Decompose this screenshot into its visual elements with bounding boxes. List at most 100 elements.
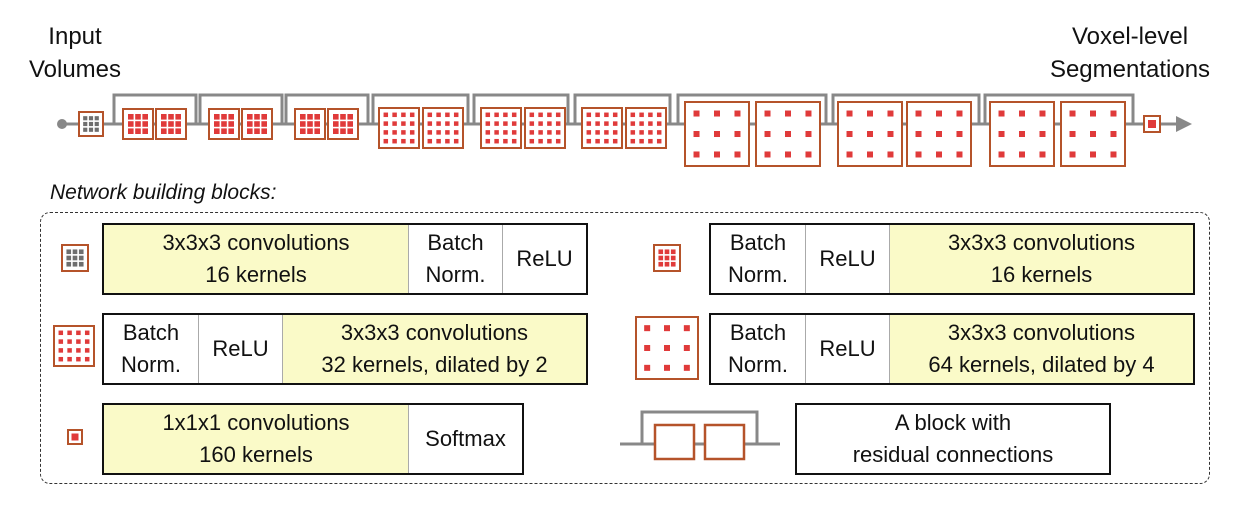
kernel-dot — [936, 110, 942, 117]
kernel-cell — [161, 121, 167, 127]
kernel-cell — [88, 116, 94, 121]
kernel-dot — [998, 131, 1005, 137]
kernel-dot — [956, 151, 963, 158]
kernel-dot — [494, 112, 499, 118]
kernel-dot — [453, 112, 459, 118]
kernel-cell — [78, 255, 84, 261]
kernel-dot — [547, 121, 552, 126]
kernel-dot — [511, 112, 517, 118]
kernel-cell — [261, 121, 267, 127]
kernel-cell — [1148, 120, 1156, 128]
kernel-dot — [538, 121, 543, 126]
kernel-cell — [254, 121, 260, 127]
kernel-dot — [436, 138, 441, 144]
kernel-dot — [401, 121, 406, 126]
kernel-dot — [427, 130, 433, 135]
residual-skip-connection — [831, 93, 981, 124]
kernel-dot — [683, 345, 690, 351]
kernel-dot — [436, 121, 441, 126]
kernel-cell — [314, 114, 320, 120]
kernel-dot — [648, 130, 653, 135]
residual-skip-connection — [284, 93, 370, 124]
residual-icon-box — [703, 423, 746, 461]
kernel-dot — [639, 112, 644, 118]
kernel-cell — [347, 121, 353, 127]
kernel-dot — [436, 112, 441, 118]
kernel-cell — [214, 128, 220, 134]
relu-cell: ReLU — [805, 315, 889, 383]
kernel-dot — [383, 121, 389, 126]
kernel-dot — [764, 110, 771, 117]
kernel-dot — [734, 151, 741, 158]
kernel-dot — [1090, 151, 1096, 158]
kernel-dot — [639, 130, 644, 135]
kernel-cell — [347, 114, 353, 120]
kernel-cell — [128, 121, 134, 127]
kernel-dot — [604, 130, 609, 135]
kernel-dot — [644, 325, 651, 332]
kernel-dot — [511, 130, 517, 135]
kernel-dot — [1069, 110, 1076, 117]
kernel-dot — [485, 130, 491, 135]
kernel-cell — [168, 114, 174, 120]
output-arrowhead — [1176, 116, 1192, 132]
kernel-dot — [805, 131, 812, 137]
kernel-dot — [714, 110, 720, 117]
kernel-cell — [658, 255, 664, 261]
kernel-dot — [998, 151, 1005, 158]
kernel-cell — [94, 116, 99, 121]
kernel-dot — [734, 110, 741, 117]
batchnorm-cell: Batch Norm. — [728, 230, 788, 287]
kernel-dot — [693, 151, 700, 158]
kernel-dot — [648, 138, 653, 144]
kernel-dot — [453, 130, 459, 135]
kernel-dot — [445, 121, 450, 126]
kernel-cell — [142, 114, 148, 120]
kernel-cell — [228, 114, 234, 120]
kernel-dot — [76, 356, 81, 362]
kernel-dot — [409, 130, 415, 135]
kernel-dot — [76, 330, 81, 336]
kernel-dot — [1019, 151, 1025, 158]
kernel-cell — [175, 128, 181, 134]
kernel-dot — [915, 131, 922, 137]
kernel-dot — [656, 112, 662, 118]
residual-skip-connection — [472, 93, 570, 124]
kernel-dot — [664, 345, 670, 351]
kernel-dot — [383, 130, 389, 135]
kernel-cell — [78, 261, 84, 267]
kernel-cell — [168, 121, 174, 127]
kernel-dot — [887, 151, 894, 158]
kernel-cell — [142, 128, 148, 134]
kernel-dot — [529, 138, 535, 144]
kernel-dot — [445, 130, 450, 135]
legend-block-softmax: 1x1x1 convolutions 160 kernels Softmax — [102, 403, 524, 475]
kernel-dot — [604, 138, 609, 144]
kernel-dot — [867, 110, 873, 117]
kernel-cell — [142, 121, 148, 127]
kernel-cell — [94, 121, 99, 127]
residual-skip-connection — [983, 93, 1135, 124]
kernel-dot — [595, 112, 600, 118]
kernel-dot — [887, 131, 894, 137]
conv-cell: 3x3x3 convolutions 64 kernels, dilated b… — [889, 315, 1193, 383]
kernel-dot — [630, 130, 636, 135]
kernel-dot — [664, 325, 670, 332]
kernel-cell — [664, 249, 670, 255]
kernel-dot — [612, 138, 618, 144]
kernel-dot — [846, 151, 853, 158]
residual-icon-skip — [640, 410, 759, 444]
kernel-cell — [88, 127, 94, 132]
kernel-cell — [340, 114, 346, 120]
kernel-dot — [785, 131, 791, 137]
kernel-cell — [94, 127, 99, 132]
kernel-dot — [503, 121, 508, 126]
kernel-dot — [494, 121, 499, 126]
legend-frame — [40, 212, 1210, 484]
kernel-cell — [314, 121, 320, 127]
residual-skip-connection — [371, 93, 470, 124]
legend-block-grey-conv: 3x3x3 convolutions 16 kernels Batch Norm… — [102, 223, 588, 295]
kernel-dot — [998, 110, 1005, 117]
residual-skip-connection — [198, 93, 284, 124]
kernel-dot — [445, 138, 450, 144]
